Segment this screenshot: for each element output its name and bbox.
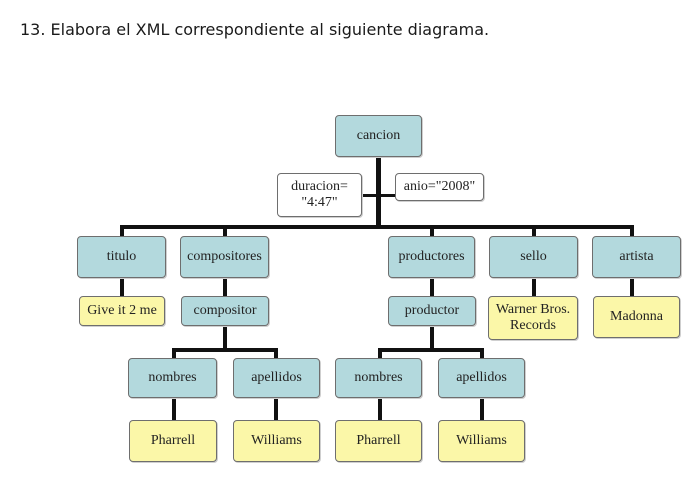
connector-line [532,225,536,237]
connector-line [630,277,634,297]
node-apellidos: apellidos [438,358,525,398]
node-artista: artista [592,236,681,278]
connector-line [223,325,227,350]
connector-line [274,397,278,421]
connector-line [378,348,484,352]
page-heading: 13. Elabora el XML correspondiente al si… [20,20,490,39]
node-compositor: compositor [181,296,269,326]
value-artista: Madonna [593,296,680,338]
node-compositores: compositores [180,236,269,278]
connector-line [480,348,484,360]
node-productor: productor [388,296,476,326]
node-cancion: cancion [335,115,422,157]
connector-line [172,348,176,360]
value-nombres: Pharrell [335,420,422,462]
connector-line [223,277,227,297]
connector-line [360,194,398,197]
connector-line [630,225,634,237]
value-apellidos: Williams [438,420,525,462]
connector-line [378,397,382,421]
connector-line [378,348,382,360]
attribute-anio: anio="2008" [395,173,484,201]
connector-line [120,277,124,297]
value-apellidos: Williams [233,420,320,462]
connector-line [430,225,434,237]
connector-line [480,397,484,421]
connector-line [532,277,536,297]
connector-line [120,225,124,237]
value-sello: Warner Bros. Records [488,296,578,340]
connector-line [120,225,634,229]
connector-line [430,277,434,297]
node-apellidos: apellidos [233,358,320,398]
connector-line [274,348,278,360]
value-titulo: Give it 2 me [79,296,165,326]
node-sello: sello [489,236,578,278]
node-titulo: titulo [77,236,166,278]
node-nombres: nombres [128,358,217,398]
connector-line [223,225,227,237]
value-nombres: Pharrell [129,420,217,462]
connector-line [172,348,278,352]
connector-line [376,155,381,227]
connector-line [172,397,176,421]
attribute-duracion: duracion= "4:47" [277,173,362,217]
node-productores: productores [388,236,475,278]
node-nombres: nombres [335,358,422,398]
connector-line [430,325,434,350]
